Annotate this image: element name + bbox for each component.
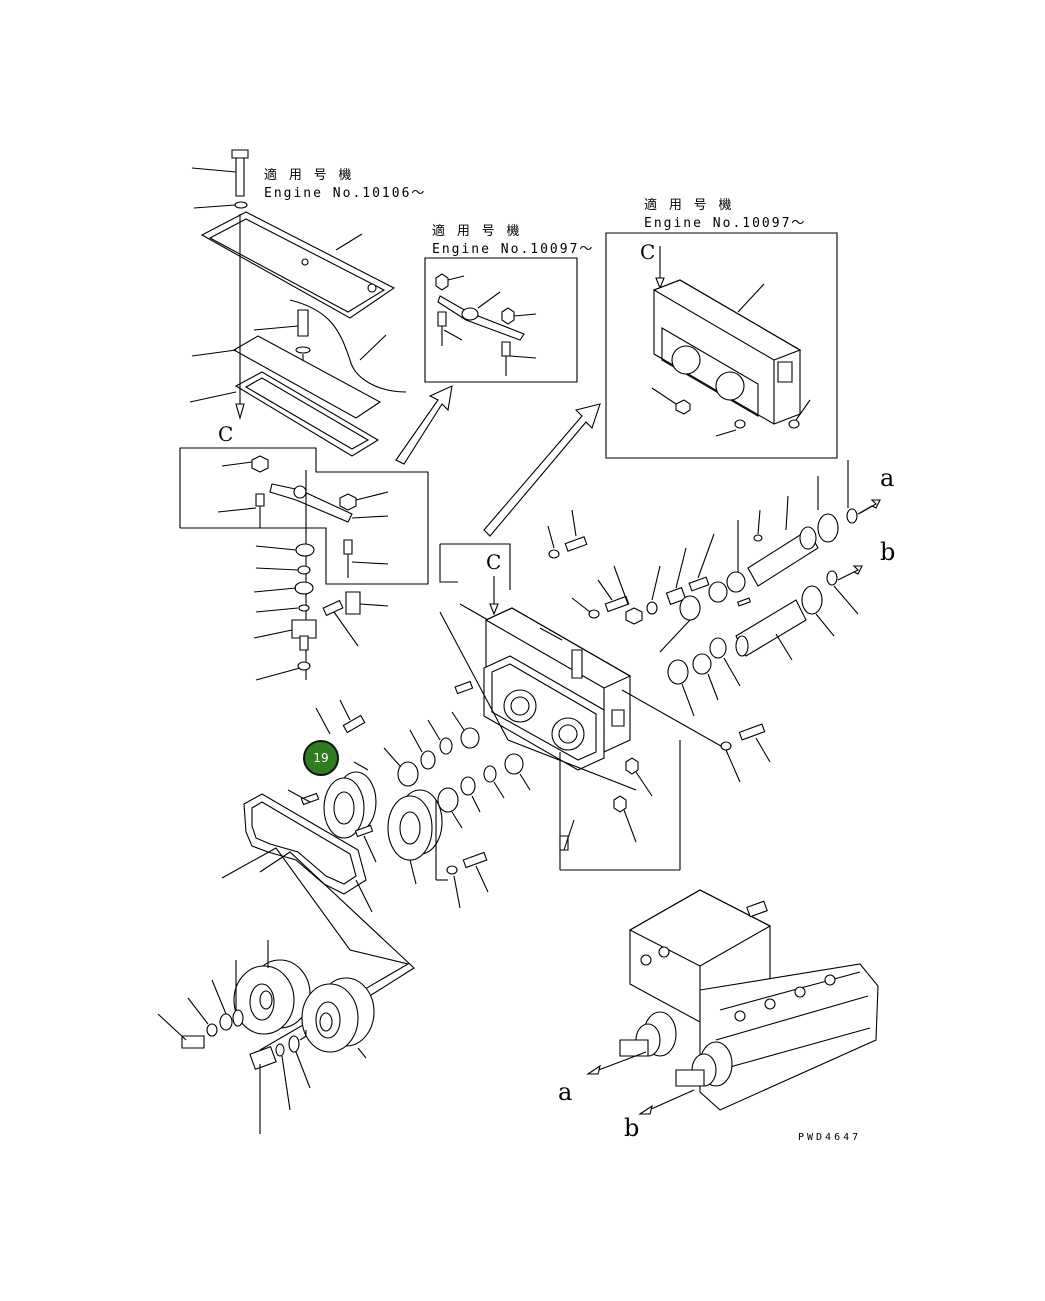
- rack-linkage-group: [180, 448, 428, 680]
- injection-pump-illustration: [588, 890, 878, 1114]
- callout-marker-icon[interactable]: 19: [303, 740, 339, 776]
- inset-box-housing: [606, 233, 837, 458]
- drive-pulleys: [158, 940, 374, 1134]
- applicability-engine-3: Engine No.10097～: [644, 216, 807, 231]
- front-cover-gasket: [222, 794, 414, 1050]
- applicability-jp-2: 適 用 号 機: [432, 224, 522, 239]
- view-letter-a-bottom: a: [558, 1078, 573, 1106]
- view-letter-a-right: a: [880, 464, 895, 492]
- view-letter-c-left: C: [218, 422, 234, 446]
- gear-train: [288, 700, 530, 908]
- drive-shafts: [548, 460, 880, 782]
- inset-box-linkage: [425, 258, 577, 382]
- drawing-code: PWD4647: [798, 1132, 862, 1143]
- top-cover-assembly: [190, 150, 406, 456]
- view-letter-c-center: C: [486, 550, 502, 574]
- applicability-jp-3: 適 用 号 機: [644, 198, 734, 213]
- applicability-engine-2: Engine No.10097～: [432, 242, 595, 257]
- applicability-engine-1: Engine No.10106～: [264, 186, 427, 201]
- view-letter-b-right: b: [880, 538, 896, 566]
- view-letter-b-bottom: b: [624, 1114, 640, 1142]
- view-letter-c-inset: C: [640, 240, 656, 264]
- applicability-jp-1: 適 用 号 機: [264, 168, 354, 183]
- pointer-arrows: [396, 386, 600, 536]
- gear-case-housing: [440, 544, 728, 870]
